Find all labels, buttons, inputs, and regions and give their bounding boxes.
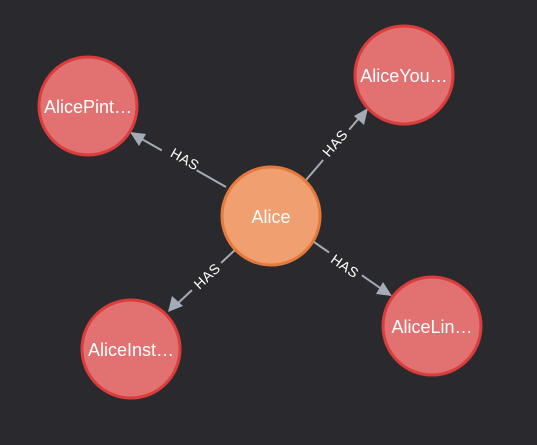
arrow-head-icon [354,108,368,125]
node-alice-youtube[interactable]: AliceYou… [353,24,455,126]
node-alice-pinterest[interactable]: AlicePint… [37,55,139,157]
relationship-label-bg [185,255,227,297]
node-label: AliceInst… [88,340,174,360]
node-circle [80,298,182,400]
relationship-has-linkedin[interactable]: HAS [313,241,392,296]
node-alice-instagram[interactable]: AliceInst… [80,298,182,400]
relationship-has-pinterest[interactable]: HAS [130,132,227,188]
node-label: AlicePint… [44,97,132,117]
relationship-has-youtube[interactable]: HAS [305,108,368,181]
arrow-head-icon [168,296,183,312]
arrow-head-icon [376,282,392,296]
node-label: Alice [251,207,290,227]
node-label: AliceLin… [391,317,472,337]
relationship-label-bg [322,247,366,285]
relationship-has-instagram[interactable]: HAS [168,248,237,312]
node-circle [37,55,139,157]
relationship-label-bg [158,141,202,177]
node-circle [353,24,455,126]
node-alice[interactable]: Alice [220,165,322,267]
node-alice-linkedin[interactable]: AliceLin… [381,275,483,377]
node-circle [381,275,483,377]
relationship-label-bg [314,121,354,165]
node-circle [220,165,322,267]
arrow-head-icon [130,132,146,146]
node-label: AliceYou… [360,66,447,86]
